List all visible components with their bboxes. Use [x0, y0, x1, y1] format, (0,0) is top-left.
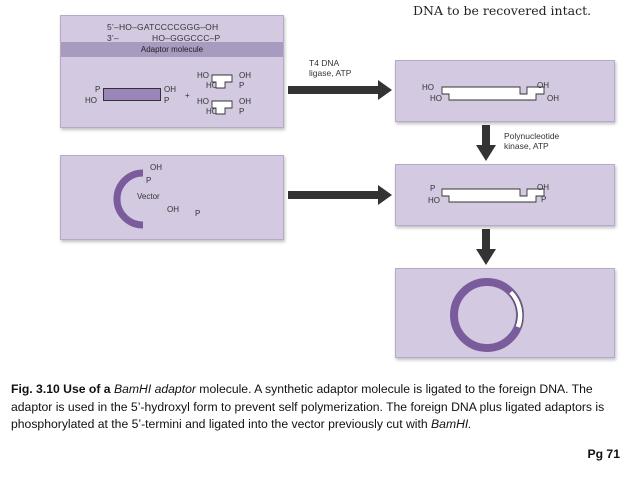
ligated-right-bottom-label: OH [547, 94, 559, 103]
arrow-vector-right [288, 185, 392, 205]
dna-right-top-label: OH [164, 85, 176, 94]
insert-segment [509, 290, 523, 328]
adaptor-molecule-label: Adaptor molecule [61, 42, 283, 57]
dna-left-top-label: P [95, 85, 101, 94]
cut-vector-ring [113, 169, 144, 229]
dna-right-bottom-label: P [164, 96, 170, 105]
adaptor-sequence-bottom-prefix: 3’– [107, 33, 119, 43]
adaptor-b-right-bottom-label: P [239, 107, 245, 116]
phosphorylated-dna-shape [441, 188, 545, 203]
vector-label: Vector [137, 192, 160, 201]
ligase-step-label-line1: T4 DNA [309, 58, 340, 68]
adaptor-b-left-bottom-label: HO [206, 107, 218, 116]
phosphorylated-right-top-label: OH [537, 183, 549, 192]
header-note: DNA to be recovered intact. [413, 3, 592, 18]
ligated-left-top-label: HO [422, 83, 434, 92]
kinase-step-label-line2: kinase, ATP [504, 141, 549, 151]
insert-outline-inner [509, 294, 518, 326]
phosphorylated-left-top-label: P [430, 184, 436, 193]
page-reference: Pg 71 [587, 447, 620, 461]
adaptor-a-right-bottom-label: P [239, 81, 245, 90]
phosphorylated-right-bottom-label: P [541, 195, 547, 204]
plus-sign: + [185, 91, 190, 100]
caption-text: molecule. A synthetic adaptor molecule i… [11, 382, 605, 431]
figure-caption: Fig. 3.10 Use of a BamHI adaptor molecul… [11, 381, 617, 434]
arrow-ligation-down [476, 229, 496, 265]
vector-p-bottom-label: P [195, 209, 201, 218]
caption-enzyme: BamHI adaptor [113, 382, 196, 396]
ligated-left-bottom-label: HO [430, 94, 442, 103]
kinase-step-label-line1: Polynucleotide [504, 131, 560, 141]
arrow-ligase-right [288, 80, 392, 100]
adaptor-sequence-bottom: HO–GGGCCC–P [152, 33, 221, 43]
adaptor-a-left-bottom-label: HO [206, 81, 218, 90]
recombinant-plasmid [450, 278, 524, 352]
foreign-dna-fragment [103, 88, 161, 101]
insert-outline-outer [511, 289, 524, 329]
dna-left-bottom-label: HO [85, 96, 97, 105]
adaptor-sequence-top: 5’–HO–GATCCCCGGG–OH [107, 22, 219, 32]
adaptor-b-right-top-label: OH [239, 97, 251, 106]
ligated-dna-shape [441, 86, 545, 101]
adaptor-b-left-top-label: HO [197, 97, 209, 106]
vector-p-top-label: P [146, 176, 152, 185]
phosphorylated-panel: P HO OH P [395, 164, 615, 226]
adaptor-panel: 5’–HO–GATCCCCGGG–OH 3’– HO–GGGCCC–P Adap… [60, 15, 284, 128]
vector-oh-bottom-label: OH [167, 205, 179, 214]
recombinant-panel [395, 268, 615, 358]
adaptor-a-right-top-label: OH [239, 71, 251, 80]
adaptor-duplex-shapes [211, 74, 233, 115]
ligase-step-label-line2: ligase, ATP [309, 68, 352, 78]
adaptor-b-duplex [211, 100, 233, 115]
ligated-right-top-label: OH [537, 81, 549, 90]
arrow-kinase-down [476, 125, 496, 161]
adaptor-a-left-top-label: HO [197, 71, 209, 80]
vector-oh-top-label: OH [150, 163, 162, 172]
phosphorylated-left-bottom-label: HO [428, 196, 440, 205]
caption-enzyme-2: BamHI. [431, 417, 472, 431]
ligated-panel: HO HO OH OH [395, 60, 615, 122]
caption-label: Fig. 3.10 Use of a [11, 382, 114, 396]
vector-panel: Vector OH P OH P [60, 155, 284, 240]
adaptor-a-duplex [211, 74, 233, 89]
